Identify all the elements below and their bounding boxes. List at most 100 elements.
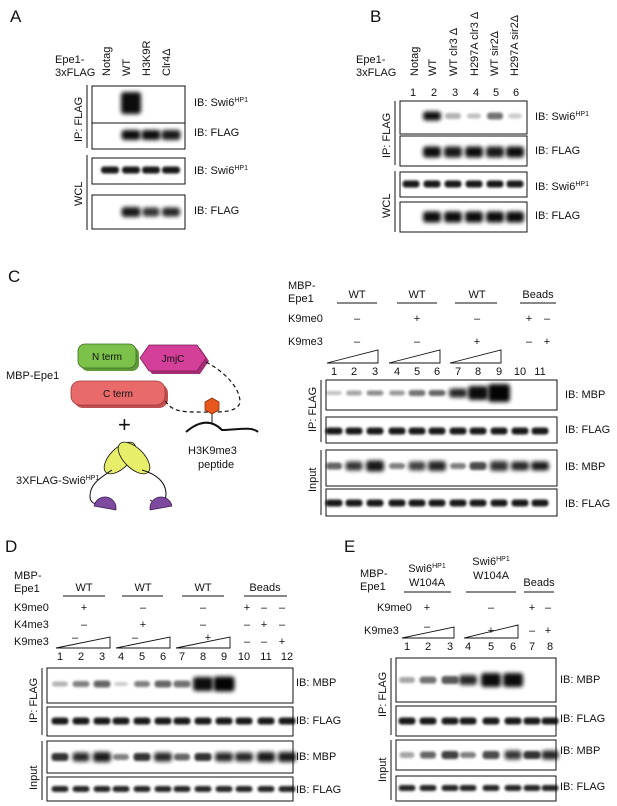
row-label-k4me3: K4me3 — [14, 619, 49, 631]
blot-band — [503, 673, 523, 687]
blot-label: IB: MBP — [565, 389, 605, 401]
lane-label: H297A sir2Δ — [509, 14, 521, 76]
lane-number: 6 — [510, 641, 516, 653]
treatment-mark: – — [474, 313, 481, 325]
blot-band — [511, 427, 529, 435]
group-label: W104A — [409, 577, 446, 589]
section-label-input: Input — [377, 758, 389, 782]
section-label-ip: IP: FLAG — [377, 672, 389, 717]
blot-band — [141, 130, 161, 140]
blot-band — [408, 461, 426, 471]
blot-band — [93, 717, 111, 725]
blot-band — [541, 750, 559, 760]
blot-band — [459, 717, 477, 725]
blot-band — [121, 130, 141, 140]
titration-wedge — [115, 636, 171, 649]
blot-band — [531, 499, 549, 507]
blot-band — [469, 499, 487, 507]
blot-band — [511, 461, 529, 471]
titration-wedge — [401, 626, 455, 639]
treatment-mark: + — [81, 602, 87, 614]
blot-band — [326, 391, 342, 395]
blot-band — [419, 717, 437, 725]
blot-band — [469, 427, 487, 435]
blot-band — [467, 113, 481, 119]
blot-band — [449, 427, 467, 435]
blot-label: IB: FLAG — [535, 210, 580, 222]
titration-wedge — [449, 349, 502, 364]
blot-band — [325, 499, 343, 507]
blot-band — [173, 680, 191, 688]
lane-number: 10 — [514, 366, 526, 378]
blot-band — [366, 499, 384, 507]
lane-number: 5 — [414, 366, 420, 378]
treatment-mark: – — [132, 632, 139, 644]
blot-band — [531, 427, 549, 435]
blot-label: IB: FLAG — [194, 205, 239, 217]
panel-e-group-labels: Swi6HP1 W104A Swi6HP1 W104A Beads — [404, 556, 555, 593]
panel-b-sample-label-2: 3xFLAG — [356, 67, 396, 79]
row-label-k9me3: K9me3 — [14, 636, 49, 648]
blot-label: IB: MBP — [296, 751, 336, 763]
blot-label: IB: FLAG — [296, 784, 341, 796]
panel-b-blot-labels: IB: Swi6HP1 IB: FLAG IB: Swi6HP1 IB: FLA… — [535, 111, 589, 222]
panel-b-lane-labels: Notag WT WT clr3 Δ H297A clr3 Δ WT sir2Δ… — [409, 11, 521, 76]
panel-d: D MBP- Epe1 WT WT WT Beads K9me0 K4me3 K… — [5, 537, 341, 802]
titration-wedge — [175, 636, 231, 649]
blot-band — [459, 675, 477, 685]
blot-band — [326, 462, 342, 470]
blot-band — [508, 113, 522, 119]
peptide-label-1: H3K9me3 — [188, 445, 237, 457]
treatment-mark: – — [544, 313, 551, 325]
treatment-mark: + — [140, 619, 146, 631]
lane-number: 3 — [452, 87, 458, 99]
blot-band — [235, 752, 253, 762]
blot-band — [389, 390, 405, 396]
lane-number: 9 — [221, 651, 227, 663]
row-label-k9me0: K9me0 — [14, 602, 49, 614]
blot-label: IB: MBP — [565, 461, 605, 473]
treatment-mark: – — [488, 602, 495, 614]
blot-band — [193, 677, 213, 691]
lane-number: 1 — [404, 641, 410, 653]
blot-band — [465, 146, 483, 158]
blot-band — [482, 751, 500, 759]
titration-wedge — [326, 349, 379, 364]
blot-band — [389, 463, 405, 469]
blot-band — [134, 681, 150, 687]
c-term-domain — [70, 380, 166, 406]
blot-band — [486, 146, 504, 158]
treatment-mark: – — [200, 619, 207, 631]
lane-number: 2 — [431, 87, 437, 99]
blot-band — [460, 752, 476, 758]
lane-number: 5 — [488, 641, 494, 653]
treatment-mark: + — [244, 602, 250, 614]
section-label-ip: IP: FLAG — [381, 113, 393, 158]
lane-number: 11 — [260, 651, 271, 663]
blot-band — [398, 785, 416, 791]
treatment-mark: + — [545, 625, 551, 637]
jmjc-domain — [139, 344, 207, 372]
panel-c-diagram: N term JmjC C term MBP-Epe1 + H3K9me3 pe… — [6, 343, 259, 511]
blot-band — [504, 717, 522, 725]
swi6-chromodomain-left — [93, 496, 117, 511]
blot-band — [419, 785, 437, 791]
blot-band — [154, 786, 172, 792]
blot-band — [523, 785, 541, 791]
panel-b-blots — [399, 100, 528, 233]
blot-band — [531, 461, 549, 471]
blot-band — [154, 680, 172, 688]
blot-band — [445, 113, 461, 119]
blot-band — [112, 786, 130, 792]
lane-number: 9 — [496, 366, 502, 378]
blot-band — [468, 386, 488, 400]
section-label-ip: IP: FLAG — [73, 97, 85, 142]
lane-number: 4 — [473, 87, 479, 99]
blot-band — [408, 499, 426, 507]
lane-number: 2 — [78, 651, 84, 663]
blot-band — [154, 717, 172, 725]
treatment-mark: – — [261, 636, 268, 648]
header-line-1: MBP- — [288, 280, 316, 292]
panel-b-sample-label-1: Epe1- — [356, 54, 386, 66]
